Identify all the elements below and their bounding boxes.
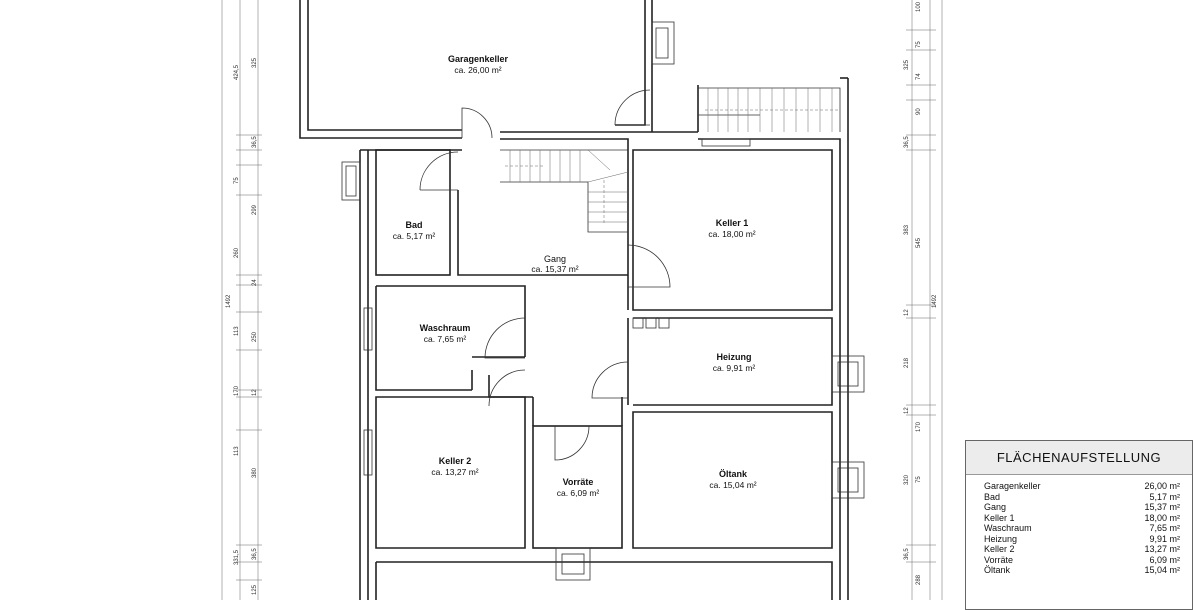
area-summary-row: Heizung 9,91 m²	[984, 534, 1180, 545]
area-row-value: 26,00 m²	[1144, 481, 1180, 491]
area-row-value: 6,09 m²	[1149, 554, 1180, 565]
dim-left-3: 36,5	[252, 136, 258, 148]
area-summary-title: FLÄCHENAUFSTELLUNG	[966, 441, 1192, 475]
dim-left-total: 1492	[226, 294, 232, 308]
room-waschraum-area: ca. 7,65 m²	[424, 334, 467, 344]
dim-right-11: 12	[904, 407, 910, 414]
area-summary-row: Öltank 15,04 m²	[984, 565, 1180, 576]
dim-left-14: 331,5	[234, 549, 240, 565]
room-gang-name: Gang	[544, 254, 566, 264]
area-summary-row: Gang 15,37 m²	[984, 502, 1180, 513]
area-summary-row: Bad 5,17 m²	[984, 492, 1180, 503]
dim-left-6: 260	[234, 247, 240, 258]
area-row-name: Heizung	[984, 533, 1018, 544]
dim-right-1: 100	[916, 1, 922, 12]
dim-left-9: 250	[252, 331, 258, 342]
room-bad-area: ca. 5,17 m²	[393, 231, 436, 241]
outer-walls	[299, 0, 849, 600]
area-summary-panel: FLÄCHENAUFSTELLUNG Garagenkeller 26,00 m²…	[965, 440, 1193, 610]
room-oeltank-name: Öltank	[719, 469, 748, 479]
room-garagenkeller-area: ca. 26,00 m²	[454, 65, 501, 75]
area-row-value: 15,37 m²	[1144, 502, 1180, 512]
dim-left-2: 325	[252, 57, 258, 68]
room-keller2-name: Keller 2	[439, 456, 472, 466]
dim-right-3: 325	[904, 59, 910, 70]
area-row-name: Öltank	[984, 565, 1011, 575]
room-garagenkeller-name: Garagenkeller	[448, 54, 509, 64]
dim-right-total: 1492	[932, 294, 938, 308]
area-summary-row: Keller 2 13,27 m²	[984, 544, 1180, 555]
room-keller1-name: Keller 1	[716, 218, 749, 228]
dim-left-1: 424,5	[234, 64, 240, 80]
room-gang-area: ca. 15,37 m²	[531, 264, 578, 274]
area-row-value: 5,17 m²	[1149, 491, 1180, 502]
room-keller1-area: ca. 18,00 m²	[708, 229, 755, 239]
dim-left-7: 24	[252, 279, 258, 286]
dimension-lines-right	[906, 0, 943, 600]
area-summary-list: Garagenkeller 26,00 m² Bad 5,17 m² Gang 15,…	[966, 475, 1192, 576]
dim-left-8: 113	[234, 326, 240, 336]
area-summary-row: Waschraum 7,65 m²	[984, 523, 1180, 534]
dim-left-11: 12	[252, 389, 258, 396]
area-row-value: 18,00 m²	[1144, 512, 1180, 523]
dim-left-5: 299	[252, 204, 258, 215]
room-oeltank-area: ca. 15,04 m²	[709, 480, 756, 490]
stairs	[500, 87, 841, 233]
inner-walls	[375, 149, 833, 600]
room-vorraete-name: Vorräte	[563, 477, 594, 487]
dim-left-13: 380	[252, 467, 258, 478]
dim-left-10: 170	[234, 385, 240, 396]
dimension-lines-left	[221, 0, 262, 600]
area-row-name: Keller 2	[984, 544, 1015, 554]
area-row-name: Bad	[984, 491, 1001, 502]
area-row-name: Keller 1	[984, 512, 1015, 523]
dim-left-4: 75	[234, 177, 240, 184]
area-summary-row: Vorräte 6,09 m²	[984, 555, 1180, 566]
area-row-value: 7,65 m²	[1149, 523, 1180, 533]
area-row-name: Waschraum	[984, 523, 1032, 533]
dim-right-7: 383	[904, 224, 910, 235]
room-bad-name: Bad	[405, 220, 422, 230]
area-row-value: 9,91 m²	[1149, 533, 1180, 544]
area-summary-row: Garagenkeller 26,00 m²	[984, 481, 1180, 492]
dim-right-14: 75	[916, 476, 922, 483]
room-keller2-area: ca. 13,27 m²	[431, 467, 478, 477]
dim-left-15: 36,5	[252, 548, 258, 560]
area-summary-row: Keller 1 18,00 m²	[984, 513, 1180, 524]
room-heizung-name: Heizung	[717, 352, 752, 362]
windows	[341, 21, 865, 581]
room-heizung-area: ca. 9,91 m²	[713, 363, 756, 373]
area-row-name: Gang	[984, 502, 1007, 512]
room-waschraum-name: Waschraum	[420, 323, 471, 333]
dim-right-2: 75	[916, 41, 922, 48]
area-row-name: Vorräte	[984, 554, 1014, 565]
dim-right-4: 74	[916, 73, 922, 80]
area-row-value: 15,04 m²	[1144, 565, 1180, 575]
dim-right-13: 320	[904, 474, 910, 485]
dim-right-12: 170	[916, 421, 922, 432]
room-vorraete-area: ca. 6,09 m²	[557, 488, 600, 498]
dim-right-8: 545	[916, 237, 922, 248]
dim-right-10: 218	[904, 357, 910, 368]
dim-right-9: 12	[904, 309, 910, 316]
dim-left-16: 125	[252, 584, 258, 595]
dim-left-12: 113	[234, 446, 240, 456]
area-row-name: Garagenkeller	[984, 481, 1041, 491]
dim-right-5: 90	[916, 108, 922, 115]
doors	[419, 89, 671, 461]
area-row-value: 13,27 m²	[1144, 544, 1180, 554]
dim-right-6: 36,5	[904, 136, 910, 148]
dim-right-16: 288	[916, 574, 922, 585]
dim-right-15: 36,5	[904, 548, 910, 560]
